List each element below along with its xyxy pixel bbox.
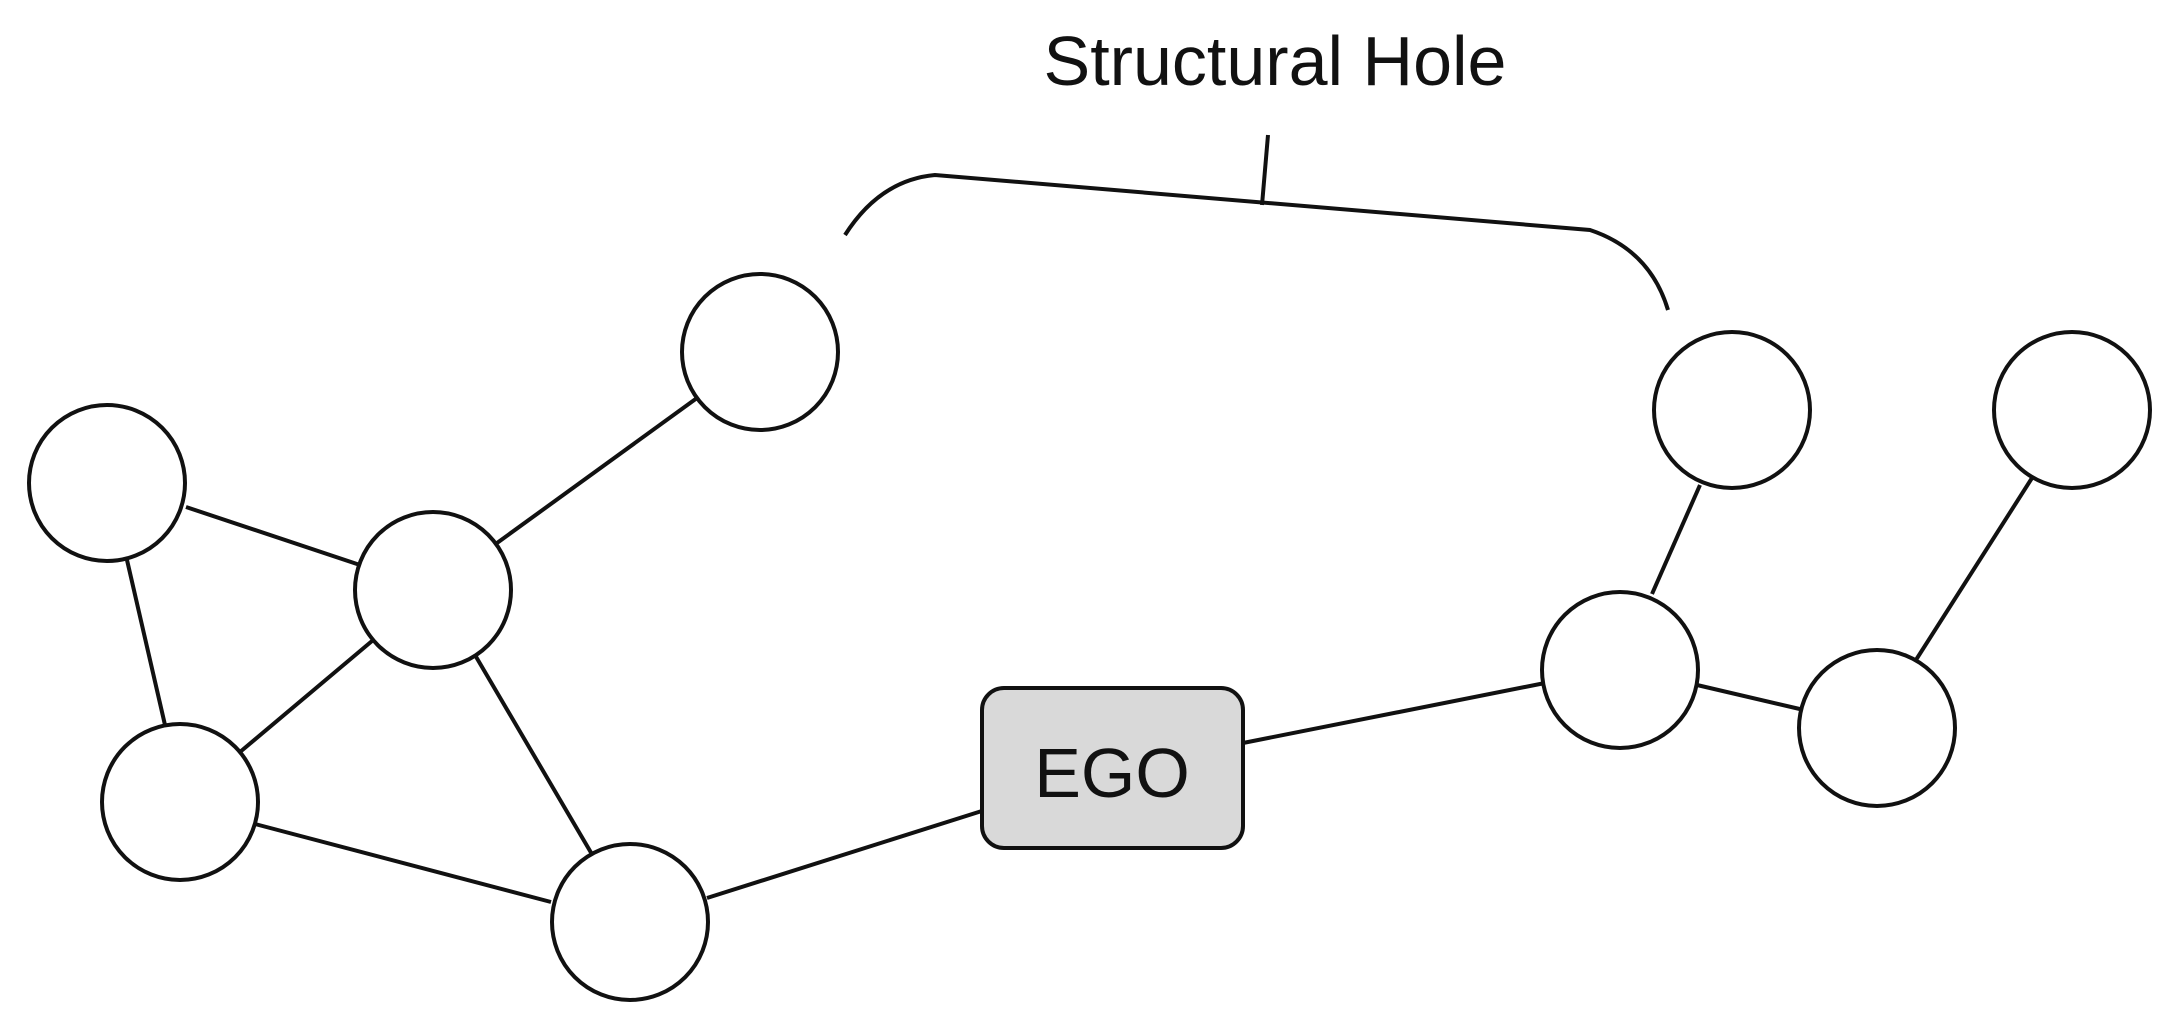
edge-h-i: [1912, 476, 2034, 665]
edge-ego-f: [1242, 681, 1546, 745]
edge-b-e: [473, 653, 595, 858]
node-a: [27, 403, 187, 563]
edge-f-h: [1696, 683, 1805, 712]
node-b: [353, 510, 513, 670]
ego-node: EGO: [980, 686, 1245, 850]
nodes: [27, 272, 2152, 1002]
structural-hole-bracket: [843, 134, 1670, 311]
ego-box: [980, 686, 1245, 850]
bracket-curve: [843, 172, 1670, 311]
edge-f-g: [1650, 484, 1702, 595]
node-d: [680, 272, 840, 432]
structural-hole-label: Structural Hole: [1044, 22, 1507, 100]
edge-a-c: [125, 559, 167, 726]
bracket-stem: [1260, 134, 1270, 206]
node-e: [550, 842, 710, 1002]
edge-b-d: [495, 396, 699, 545]
edge-e-ego: [706, 808, 986, 900]
node-f: [1540, 590, 1700, 750]
edge-a-b: [185, 505, 361, 567]
node-c: [100, 722, 260, 882]
edges: [125, 396, 2034, 904]
edge-b-c: [238, 639, 374, 754]
ego-label: EGO: [1034, 734, 1190, 812]
node-g: [1652, 330, 1812, 490]
edge-c-e: [254, 822, 552, 904]
node-i: [1992, 330, 2152, 490]
node-h: [1797, 648, 1957, 808]
